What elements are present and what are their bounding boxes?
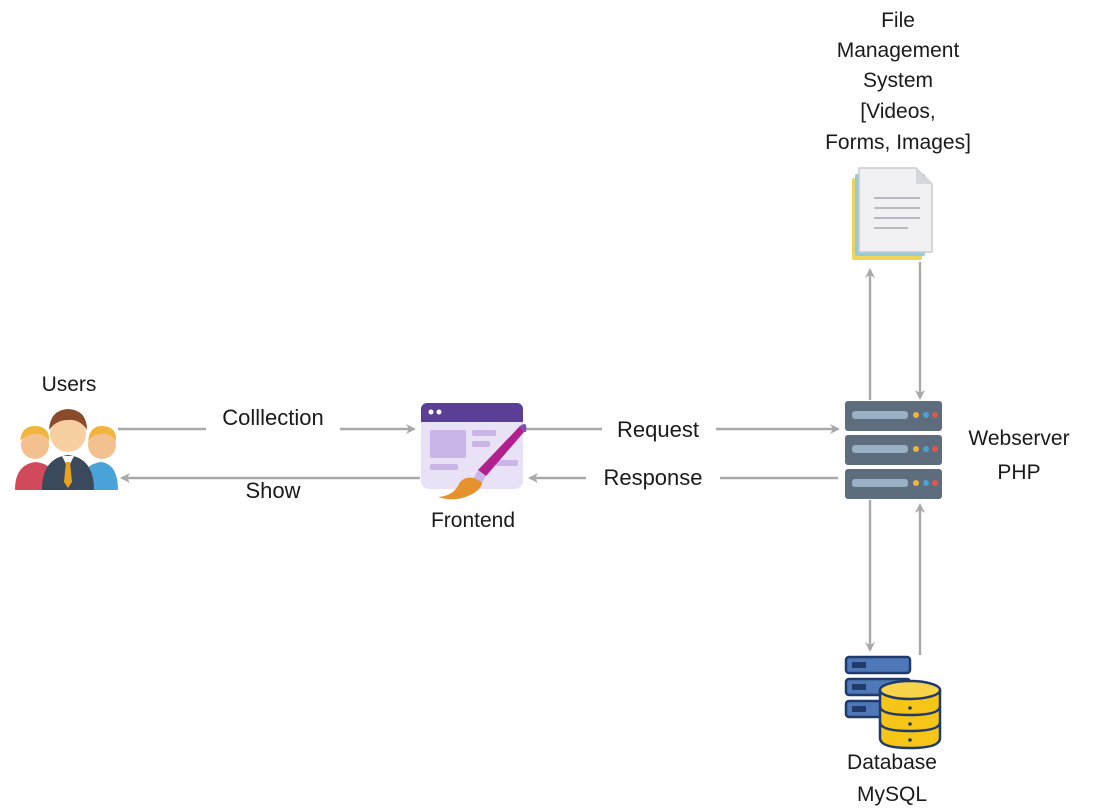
node-database: Database MySQL: [844, 655, 942, 806]
frontend-label: Frontend: [431, 509, 515, 532]
edge-label-show: Show: [245, 478, 300, 503]
node-frontend: Frontend: [421, 403, 527, 532]
file-system-label-line-4: [Videos,: [860, 100, 936, 123]
edge-collection: Colllection: [118, 404, 416, 434]
file-system-label-line-2: Management: [837, 39, 960, 62]
node-users: Users: [15, 373, 118, 490]
documents-icon: [852, 167, 933, 260]
users-label: Users: [42, 373, 97, 396]
users-group-icon: [15, 409, 118, 490]
file-system-label-line-5: Forms, Images]: [825, 131, 971, 154]
web-design-icon: [421, 403, 527, 500]
edge-label-response: Response: [603, 465, 702, 490]
webserver-label-line-1: Webserver: [968, 427, 1069, 450]
webserver-label-line-2: PHP: [997, 461, 1040, 484]
edge-request: Request: [526, 415, 840, 443]
file-system-label-line-3: System: [863, 69, 933, 92]
edge-show: Show: [120, 473, 420, 503]
edge-label-request: Request: [617, 417, 699, 442]
edge-response: Response: [528, 462, 838, 490]
edge-label-collection: Colllection: [222, 405, 324, 430]
database-server-icon: [844, 655, 942, 750]
database-label-line-2: MySQL: [857, 783, 927, 806]
file-system-label-line-1: File: [881, 9, 915, 32]
node-webserver: Webserver PHP: [845, 401, 1070, 499]
server-rack-icon: [845, 401, 942, 499]
node-file-system: File Management System [Videos, Forms, I…: [825, 9, 971, 260]
database-label-line-1: Database: [847, 751, 937, 774]
